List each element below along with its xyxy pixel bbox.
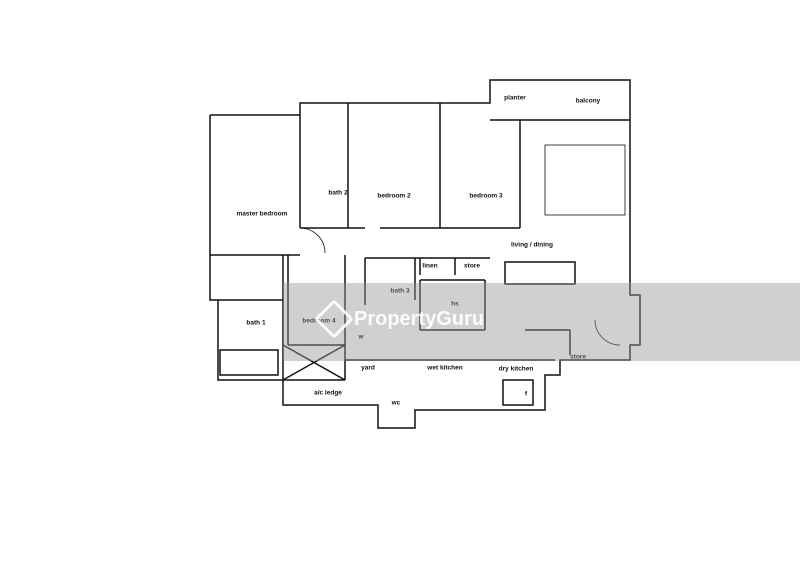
watermark-band — [283, 283, 800, 361]
room-label-living-dining: living / dining — [511, 241, 553, 249]
room-label-w: w — [358, 333, 364, 341]
room-label-linen: linen — [422, 262, 438, 270]
room-label-master-bedroom: master bedroom — [236, 210, 288, 218]
room-label-bath-3: bath 3 — [390, 287, 410, 295]
room-label-store-2: store — [570, 353, 586, 361]
room-label-f: f — [524, 390, 528, 398]
room-label-wc: wc — [391, 399, 401, 407]
room-label-hs: hs — [451, 300, 459, 308]
room-label-yard: yard — [361, 364, 375, 372]
room-label-bedroom-4: bedroom 4 — [302, 317, 336, 325]
room-label-bath-2: bath 2 — [328, 189, 348, 197]
outer-wall — [209, 79, 641, 429]
room-label-dry-kitchen: dry kitchen — [498, 365, 534, 373]
room-label-ac-ledge: a/c ledge — [314, 389, 342, 397]
room-label-bath-1: bath 1 — [246, 319, 266, 327]
room-label-bedroom-3: bedroom 3 — [469, 192, 503, 200]
room-label-planter: planter — [504, 94, 526, 102]
watermark: PropertyGuru — [314, 299, 485, 339]
watermark-text: PropertyGuru — [354, 307, 485, 330]
room-label-wet-kitchen: wet kitchen — [427, 364, 463, 372]
propertyguru-logo-icon — [314, 299, 354, 339]
room-label-store: store — [464, 262, 480, 270]
room-label-bedroom-2: bedroom 2 — [377, 192, 411, 200]
room-label-balcony: balcony — [575, 97, 601, 105]
